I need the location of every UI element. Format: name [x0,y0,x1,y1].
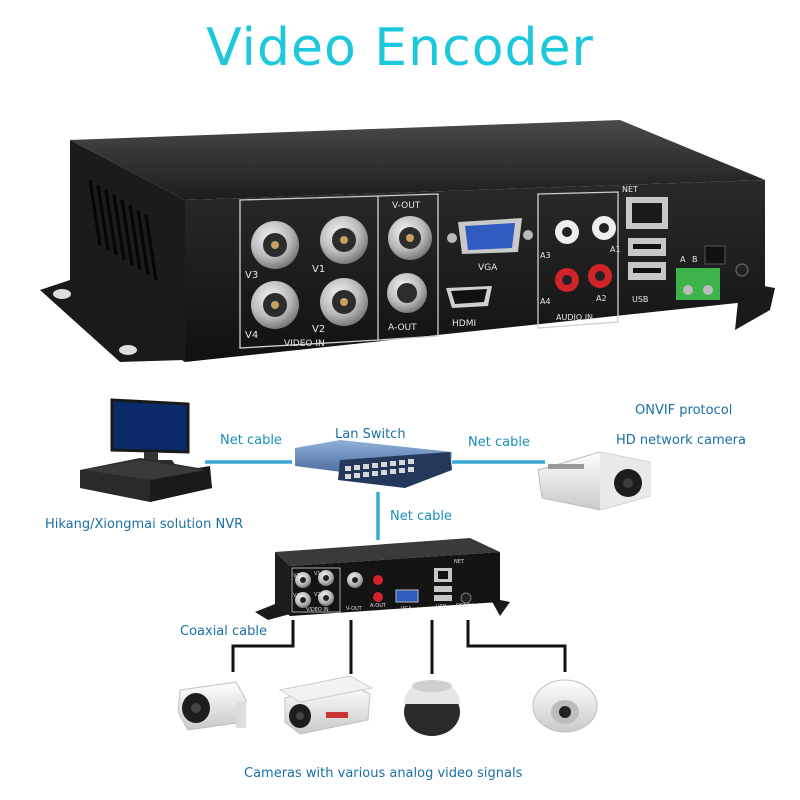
coax-caption: Coaxial cable [180,624,267,639]
bnc-connector-a-out [387,273,427,313]
small-rca-connectors [373,575,383,602]
switch-caption: Lan Switch [335,427,406,442]
hdmi-port [446,286,492,308]
bnc-connector-v3 [251,221,299,269]
bnc-connector-v2 [320,278,368,326]
rca-a1 [592,216,616,240]
monitor-screen [110,398,190,454]
label-usb: USB [632,295,648,304]
camera-protocol: ONVIF protocol [635,403,732,418]
label-a3: A3 [540,251,551,260]
small-label-dc12v: DC12V [456,603,474,609]
usb-ports [628,238,666,280]
small-power-jack [460,592,472,604]
label-a2: A2 [596,294,607,303]
analog-ceiling-camera [532,679,598,733]
nvr-with-monitor [80,398,212,502]
small-label-video-in: VIDEO IN [306,607,329,613]
lan-switch [295,440,452,488]
small-label-v4: V4 [293,593,300,599]
small-label-a-out: A-OUT [370,603,387,609]
side-vents [88,179,158,281]
label-v1: V1 [312,264,325,275]
label-a1: A1 [610,245,621,254]
rca-a4 [555,268,579,292]
bnc-connector-v4 [251,281,299,329]
small-label-usb: USB [436,604,447,610]
label-v-out: V-OUT [392,201,421,211]
label-video-in: VIDEO IN [284,339,325,349]
vga-port [447,218,533,254]
small-label-v-out: V-OUT [346,606,363,612]
terminal-block [676,268,720,300]
nvr-caption: Hikang/Xiongmai solution NVR [45,517,243,532]
small-label-v1: V1 [314,571,321,577]
encoder-device-large: V3 V1 V4 V2 VIDEO IN V-OUT A-OUT VGA HDM… [40,120,775,362]
small-label-v3: V3 [293,573,300,579]
device-top [70,120,765,200]
net-cable-label-down: Net cable [390,509,452,524]
small-label-net: NET [454,559,465,565]
small-label-vga: VGA [401,606,412,612]
label-hdmi: HDMI [452,319,476,329]
rj45-port [626,197,668,229]
encoder-device-small: V3 V1 V4 V2 VIDEO IN V-OUT A-OUT VGA USB… [255,538,510,620]
rca-a3 [555,220,579,244]
label-v3: V3 [245,270,258,281]
small-label-v2: V2 [314,592,321,598]
net-cable-label-left: Net cable [220,433,282,448]
rca-a2 [588,264,612,288]
net-cables [205,460,545,540]
label-a-out: A-OUT [388,323,417,333]
small-vga-port [395,589,419,603]
cameras-caption: Cameras with various analog video signal… [244,766,523,781]
bnc-connector-v1 [320,216,368,264]
power-jack [704,245,749,277]
label-a4: A4 [540,297,551,306]
analog-bullet-camera-1 [177,681,247,731]
small-bnc-connectors [295,570,363,608]
hd-network-camera [537,451,651,511]
label-vga: VGA [478,263,498,273]
label-rs485-a: A [680,255,686,264]
label-audio-in: AUDIO IN [556,313,593,322]
bnc-connector-v-out [388,216,432,260]
label-v2: V2 [312,324,325,335]
analog-dome-camera [404,680,460,736]
analog-bullet-camera-2 [278,675,374,735]
label-v4: V4 [245,330,258,341]
net-cable-label-right: Net cable [468,435,530,450]
small-net-usb [434,568,452,601]
label-rs485-b: B [692,255,698,264]
label-net: NET [622,185,638,194]
coax-cables [231,620,567,674]
page-title: Video Encoder [206,18,594,78]
camera-caption: HD network camera [616,433,746,448]
